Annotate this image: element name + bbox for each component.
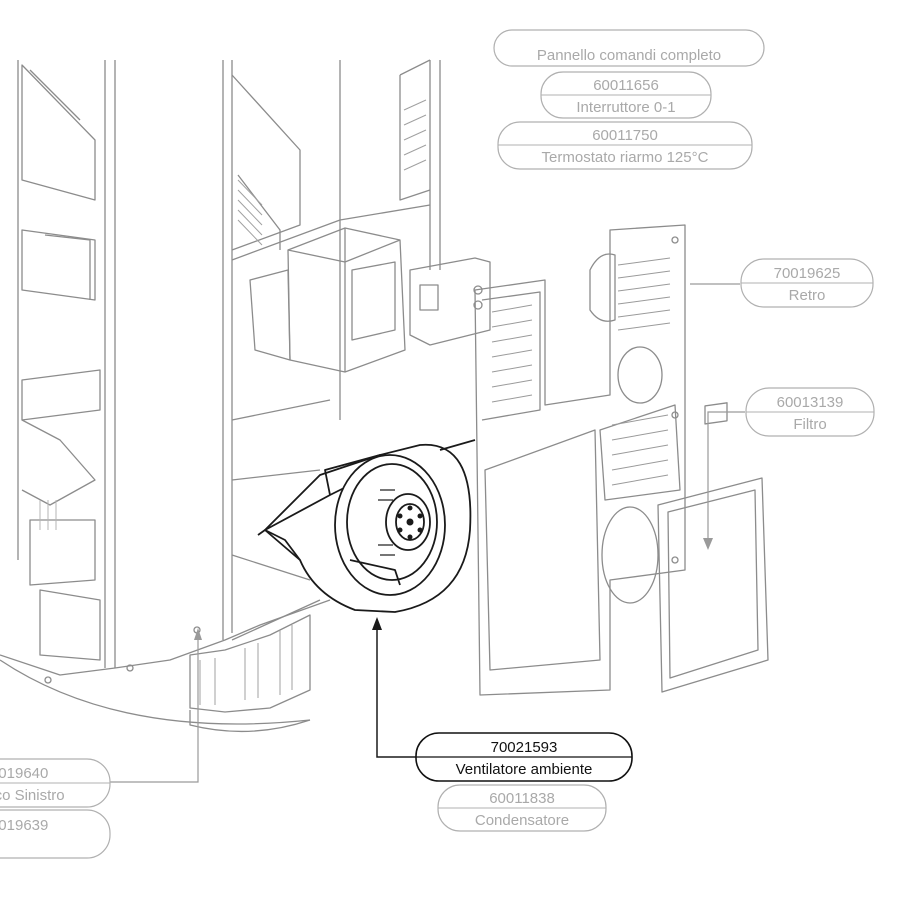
label-pill-pannello: Pannello comandi completo	[493, 29, 765, 67]
fianco-name: Fianco Sinistro	[0, 787, 65, 804]
interruttore-name: Interruttore 0-1	[576, 99, 675, 116]
filtro-code: 60013139	[777, 394, 844, 411]
leader-ventilatore	[376, 622, 418, 758]
termostato-name: Termostato riarmo 125°C	[542, 149, 709, 166]
label-pill-retro: 70019625 Retro	[740, 258, 874, 308]
label-pill-ventilatore: 70021593 Ventilatore ambiente	[415, 732, 633, 782]
interruttore-code: 60011656	[593, 77, 659, 94]
label-pill-filtro: 60013139 Filtro	[745, 387, 875, 437]
filtro-filter-panel	[657, 402, 769, 693]
termostato-code: 60011750	[592, 127, 658, 144]
leader-filtro	[707, 411, 745, 545]
label-pill-condensatore: 60011838 Condensatore	[437, 784, 607, 832]
stove-body-illustration	[0, 59, 491, 733]
label-pill-bottom-left: 70019639	[0, 809, 111, 859]
condensatore-code: 60011838	[489, 790, 555, 807]
label-pill-termostato: 60011750 Termostato riarmo 125°C	[497, 121, 753, 170]
retro-name: Retro	[789, 287, 826, 304]
label-pill-fianco-sinistro: 70019640 Fianco Sinistro	[0, 758, 111, 808]
ventilatore-name: Ventilatore ambiente	[456, 761, 593, 778]
pannello-name: Pannello comandi completo	[537, 47, 721, 64]
ventilatore-fan-illustration	[257, 439, 476, 613]
condensatore-name: Condensatore	[475, 812, 569, 829]
bottom-left-code: 70019639	[0, 817, 48, 834]
filtro-name: Filtro	[793, 416, 826, 433]
retro-grille-panel	[474, 224, 686, 696]
fianco-code: 70019640	[0, 765, 48, 782]
ventilatore-code: 70021593	[491, 739, 558, 756]
label-pill-interruttore: 60011656 Interruttore 0-1	[540, 71, 712, 119]
retro-code: 70019625	[774, 265, 841, 282]
